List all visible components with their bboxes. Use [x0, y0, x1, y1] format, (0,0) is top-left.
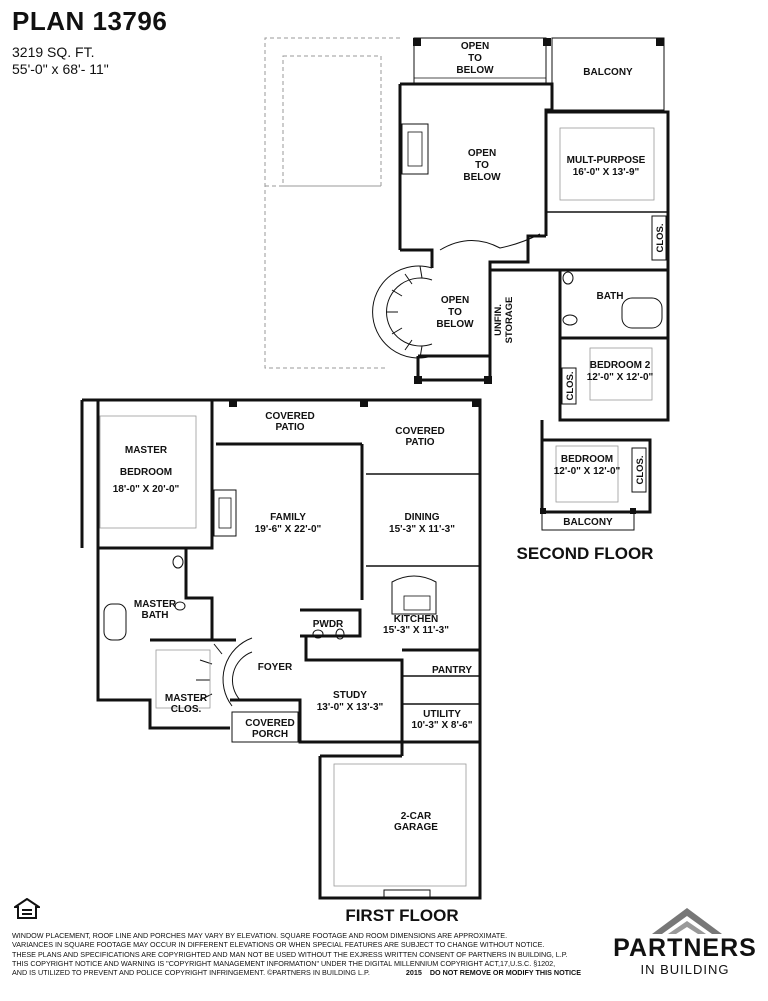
garage-line2: GARAGE — [394, 822, 438, 833]
master-clos-line1: MASTER — [165, 693, 208, 704]
covered-patio-1-line2: PATIO — [275, 422, 304, 433]
bathtub-upper — [621, 297, 663, 329]
garage-line1: 2-CAR — [401, 811, 432, 822]
spiral-stair-lower — [196, 637, 253, 707]
clos-2-label: CLOS. — [565, 371, 576, 400]
otb-top-line1: OPEN — [461, 41, 489, 52]
covered-patio-2-line2: PATIO — [405, 437, 434, 448]
second-floor-walls — [398, 82, 670, 514]
master-bath-line1: MASTER — [134, 599, 177, 610]
disclaimer-notice: DO NOT REMOVE OR MODIFY THIS NOTICE — [429, 968, 582, 978]
bedroom-2-label: BEDROOM 2 — [590, 360, 651, 371]
covered-patio-1-line1: COVERED — [265, 411, 314, 422]
balcony-bottom — [541, 511, 635, 531]
balcony-bottom-label: BALCONY — [563, 517, 613, 528]
storage-label: STORAGE — [504, 297, 515, 344]
kitchen-island — [391, 575, 437, 615]
otb-stair-line1: OPEN — [441, 295, 469, 306]
utility-label: UTILITY — [423, 709, 461, 720]
bathtub-master — [103, 603, 127, 641]
covered-porch-line2: PORCH — [252, 729, 288, 740]
otb-top-line3: BELOW — [456, 65, 494, 76]
otb-stair-line2: TO — [448, 307, 462, 318]
pantry-label: PANTRY — [432, 665, 472, 676]
disclaimer-line: THIS COPYRIGHT NOTICE AND WARNING IS "CO… — [12, 958, 556, 968]
master-bath-line2: BATH — [141, 610, 168, 621]
kitchen-label: KITCHEN — [394, 614, 438, 625]
spiral-stair-upper — [372, 265, 433, 359]
disclaimer-year: 2015 — [405, 968, 422, 978]
otb-top-line2: TO — [468, 53, 482, 64]
bedroom-dims: 12'-0" X 12'-0" — [554, 466, 621, 477]
disclaimer-line-5: AND IS UTILIZED TO PREVENT AND POLICE CO… — [12, 968, 370, 978]
partners-logo-roof-icon — [652, 908, 722, 934]
master-clos-line2: CLOS. — [171, 704, 202, 715]
disclaimer-line: AND IS UTILIZED TO PREVENT AND POLICE CO… — [12, 968, 612, 977]
pwdr-label: PWDR — [313, 619, 344, 630]
second-floor-label: SECOND FLOOR — [517, 544, 654, 563]
fireplace-lower — [213, 489, 237, 537]
study-label: STUDY — [333, 690, 367, 701]
multi-purpose-dims: 16'-0" X 13'-9" — [573, 167, 640, 178]
plan-dimensions: 55'-0" x 68'- 11" — [12, 61, 109, 77]
foyer-label: FOYER — [258, 662, 293, 673]
mp-rug — [559, 127, 655, 201]
otb-main-line1: OPEN — [468, 148, 496, 159]
bedroom-2-dims: 12'-0" X 12'-0" — [587, 372, 654, 383]
master-bedroom-line1: MASTER — [125, 445, 168, 456]
otb-stair-line3: BELOW — [436, 319, 474, 330]
covered-patio-2-line1: COVERED — [395, 426, 444, 437]
sink-upper — [562, 314, 578, 326]
clos-1-label: CLOS. — [655, 223, 666, 252]
master-bedroom-dims: 18'-0" X 20'-0" — [113, 484, 180, 495]
fireplace-upper — [401, 123, 429, 175]
toilet-upper — [562, 271, 574, 285]
disclaimer-line: VARIANCES IN SQUARE FOOTAGE MAY OCCUR IN… — [12, 940, 545, 950]
master-bedroom-line2: BEDROOM — [120, 467, 172, 478]
family-dims: 19'-6" X 22'-0" — [255, 524, 322, 535]
study-dims: 13'-0" X 13'-3" — [317, 702, 384, 713]
posts — [229, 38, 664, 514]
otb-main-line3: BELOW — [463, 172, 501, 183]
plan-title: PLAN 13796 — [12, 6, 168, 36]
utility-dims: 10'-3" X 8'-6" — [412, 720, 473, 731]
plan-sqft: 3219 SQ. FT. — [12, 44, 95, 60]
equal-housing-icon — [14, 898, 40, 919]
dining-dims: 15'-3" X 11'-3" — [389, 524, 455, 535]
balcony-curve — [439, 233, 541, 251]
otb-main-line2: TO — [475, 160, 489, 171]
multi-purpose-label: MULT-PURPOSE — [567, 155, 646, 166]
disclaimer-line: WINDOW PLACEMENT, ROOF LINE AND PORCHES … — [12, 931, 508, 940]
balcony-top-label: BALCONY — [583, 67, 633, 78]
bath-label: BATH — [596, 291, 623, 302]
kitchen-dims: 15'-3" X 11'-3" — [383, 625, 449, 636]
first-floor-label: FIRST FLOOR — [345, 906, 458, 925]
clos-3-label: CLOS. — [635, 455, 646, 484]
copyright-disclaimer: WINDOW PLACEMENT, ROOF LINE AND PORCHES … — [12, 931, 612, 977]
covered-porch-line1: COVERED — [245, 718, 294, 729]
logo-subtitle: IN BUILDING — [640, 962, 730, 977]
roof-outline-dashed — [264, 37, 400, 369]
logo-name: PARTNERS — [613, 934, 757, 962]
family-label: FAMILY — [270, 512, 306, 523]
covered-porch-outline — [231, 711, 299, 743]
disclaimer-line: THESE PLANS AND SPECIFICATIONS ARE COPYR… — [12, 949, 568, 959]
dining-label: DINING — [405, 512, 440, 523]
unfin-label: UNFIN. — [493, 304, 504, 336]
bedroom-label: BEDROOM — [561, 454, 613, 465]
